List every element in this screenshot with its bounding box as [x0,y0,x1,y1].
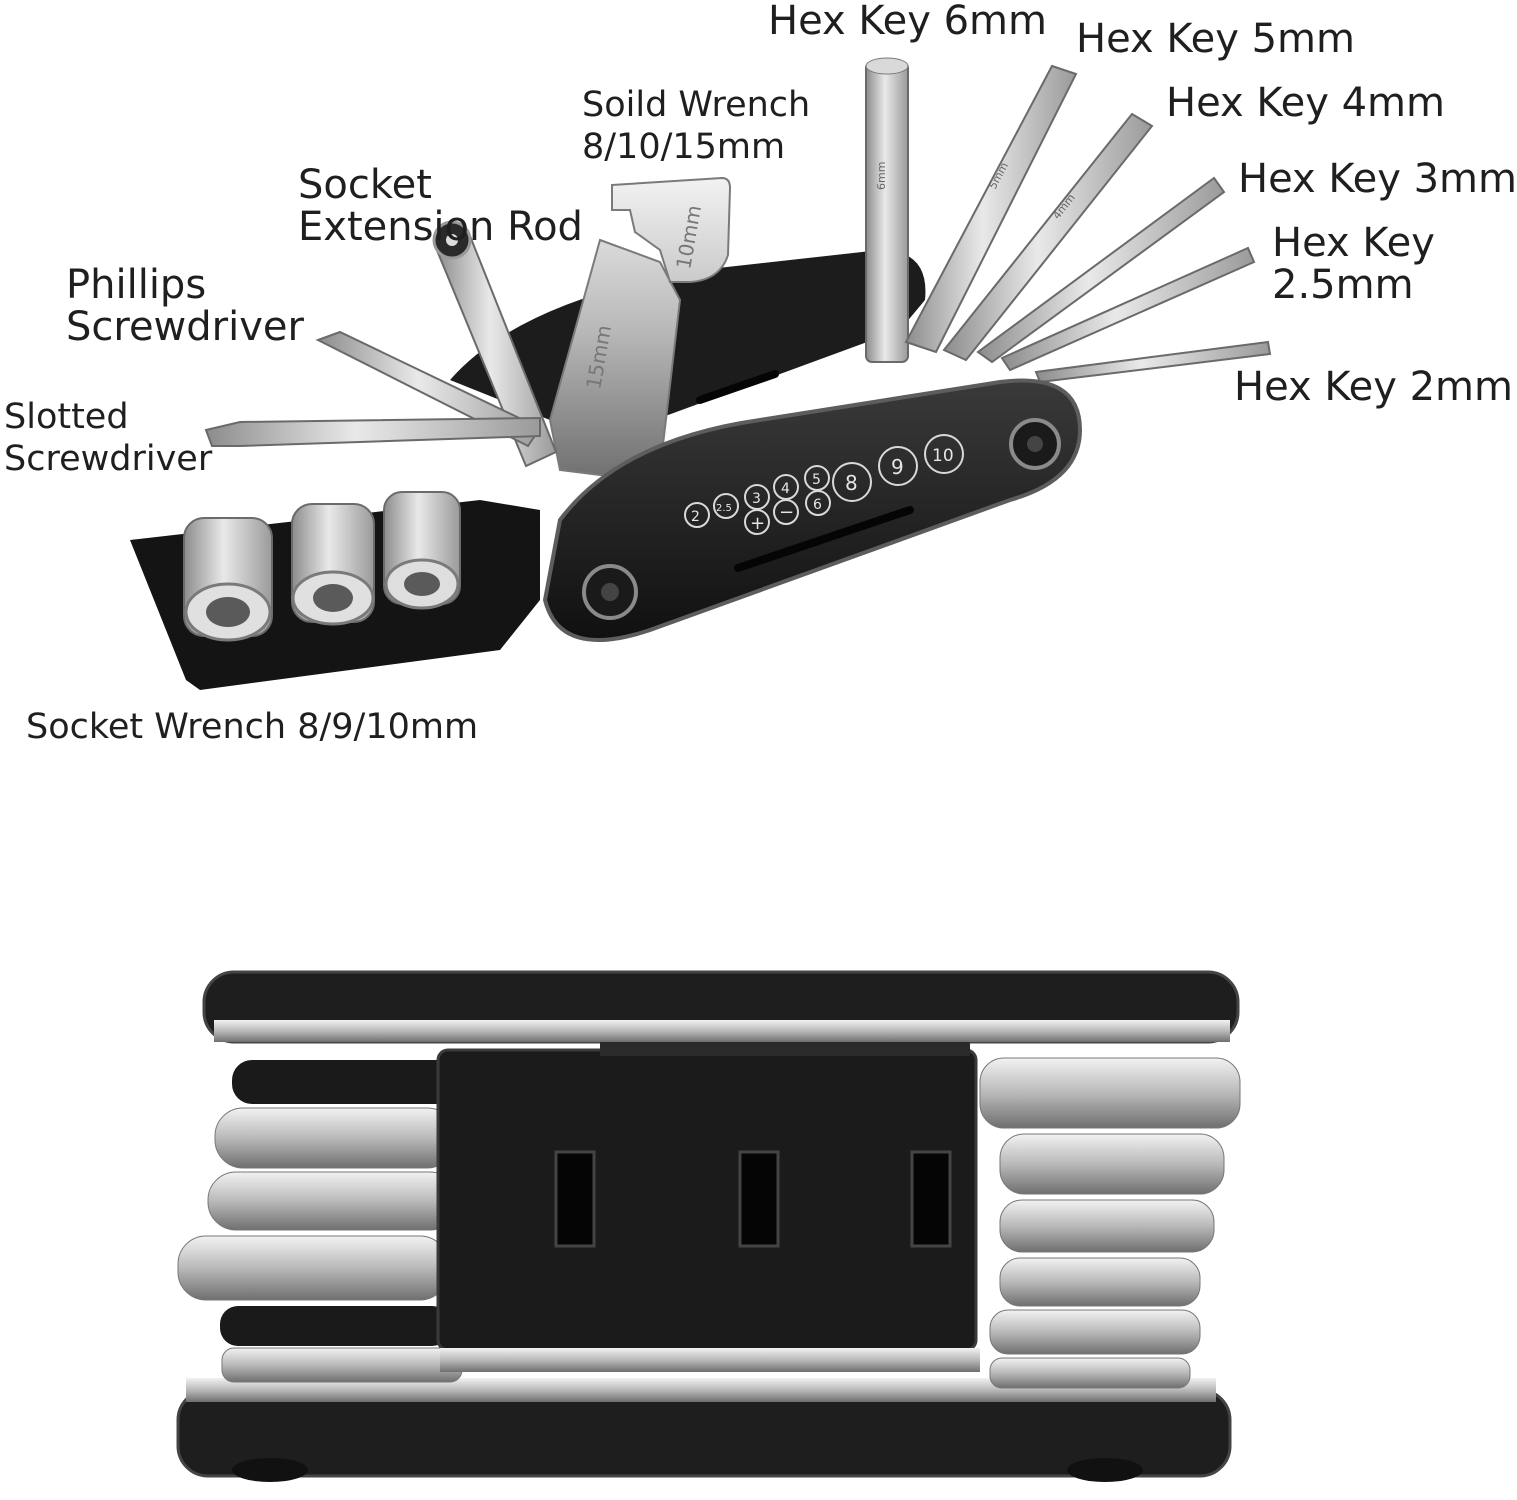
label-line: Slotted [4,397,129,437]
label-line: Hex Key [1272,220,1435,266]
engraving-size: 8 [845,471,858,495]
engraving-key-6: 6mm [875,162,888,190]
engraved-size-markings: 2 2.5 3 4 5 6 + − 8 9 10 [684,434,964,535]
engraving-size: 2 [691,509,700,525]
holder-slot [554,1150,596,1248]
hex-key-4mm [942,112,1154,362]
engraving-size: 10 [932,446,954,466]
engraving-minus: − [779,502,794,523]
holder-slot [738,1150,780,1248]
label-line: Screwdriver [4,439,213,479]
label-line: Soild Wrench [582,85,811,125]
folded-left-stack [177,1060,463,1383]
label-hex-key-4mm: Hex Key 4mm [1166,80,1445,126]
holder-slot [910,1150,952,1248]
engraving-size: 4 [781,481,790,497]
engraving-size: 6 [813,497,822,513]
engraving-size: 5 [812,472,821,488]
socket-10mm [383,491,461,610]
socket-extension-rod [432,220,558,468]
unfolded-tool: 6mm 5mm 4mm 10mm 15mm [130,57,1272,690]
front-plate [542,378,1083,642]
socket-9mm [291,503,375,626]
label-solid-wrench: Soild Wrench 8/10/15mm [582,84,810,168]
hex-keys: 6mm 5mm 4mm [865,57,1272,384]
label-phillips-screwdriver: Phillips Screwdriver [66,264,304,348]
label-socket-wrench: Socket Wrench 8/9/10mm [26,707,479,747]
socket-holder [130,491,540,690]
label-line: 8/10/15mm [582,127,786,167]
label-slotted-screwdriver: Slotted Screwdriver [4,396,212,480]
label-line: 2.5mm [1272,262,1414,308]
engraving-plus: + [750,513,765,534]
hex-key-3mm [976,176,1226,364]
folded-right-stack [979,1057,1241,1389]
hex-key-6mm [865,61,909,363]
label-hex-key-2mm: Hex Key 2mm [1234,364,1513,410]
label-line: Phillips [66,262,207,308]
socket-8mm [183,517,273,642]
label-line: Screwdriver [66,304,304,350]
label-line: Extension Rod [298,204,583,250]
hex-key-2-5mm [1000,246,1256,372]
label-hex-key-5mm: Hex Key 5mm [1076,16,1355,62]
label-socket-extension-rod: Socket Extension Rod [298,164,583,248]
folded-bottom-plate [176,1388,1232,1478]
engraving-size: 3 [752,491,761,507]
label-hex-key-3mm: Hex Key 3mm [1238,156,1517,202]
label-hex-key-2-5mm: Hex Key 2.5mm [1272,222,1435,306]
folded-tool [176,970,1241,1482]
engraving-size: 9 [891,455,904,479]
label-line: Socket [298,162,432,208]
label-hex-key-6mm: Hex Key 6mm [768,0,1047,44]
engraving-size: 2.5 [716,503,732,514]
folded-socket-holder [436,1048,978,1352]
slotted-screwdriver [204,416,541,447]
hex-key-5mm [904,64,1078,354]
